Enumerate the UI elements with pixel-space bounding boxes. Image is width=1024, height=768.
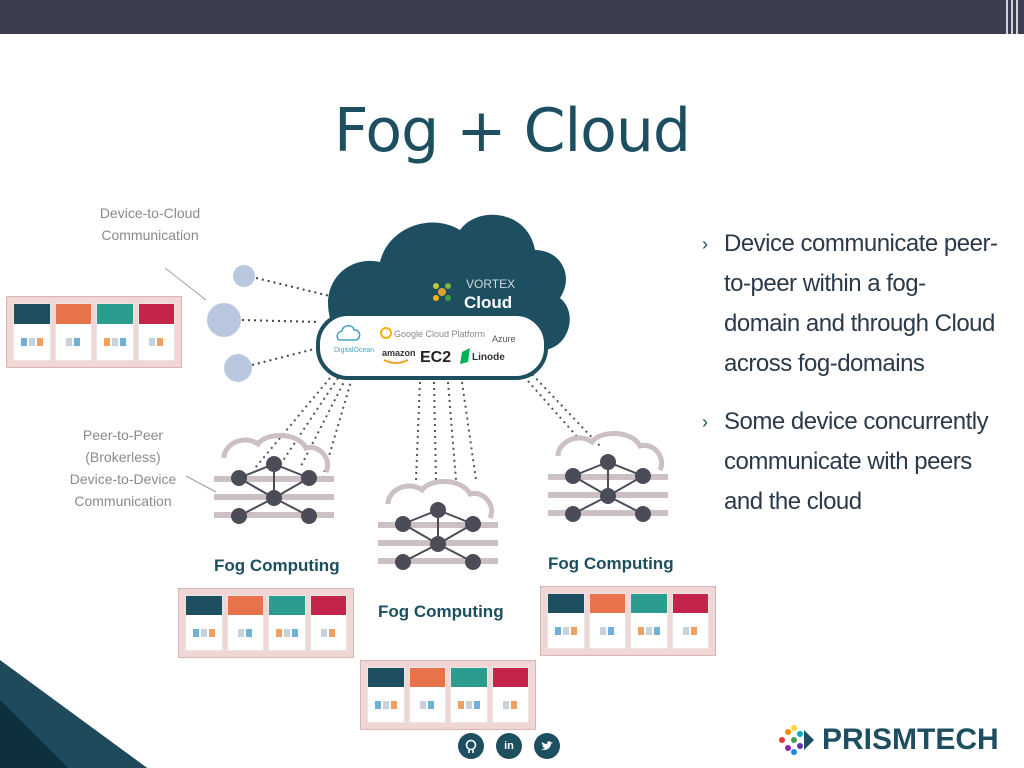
endpoint-top [233, 265, 255, 287]
social-links: in [458, 733, 560, 759]
amazon-smile-icon [383, 359, 409, 364]
app-tile [185, 595, 223, 651]
provider-amazon: amazon [382, 348, 416, 358]
cloud-fog-connections [254, 369, 601, 481]
annotation-peer-to-peer: Peer-to-Peer (Brokerless) Device-to-Devi… [40, 424, 206, 512]
linkedin-icon[interactable]: in [496, 733, 522, 759]
provider-azure: Azure [492, 334, 516, 344]
fog-label-right: Fog Computing [548, 554, 674, 573]
chevron-right-icon: › [702, 234, 708, 254]
annotation-line: Communication [101, 227, 199, 243]
device-panel-fog-left [178, 588, 354, 658]
leader-line-p2p [185, 475, 217, 493]
annotation-line: Communication [74, 493, 172, 509]
github-icon[interactable] [458, 733, 484, 759]
bullet-text: Device communicate peer-to-peer within a… [724, 230, 998, 377]
app-tile [226, 595, 264, 651]
app-tile [630, 593, 668, 649]
twitter-icon[interactable] [534, 733, 560, 759]
fog-node-right-icon [548, 433, 668, 522]
vortex-label-top: VORTEX [466, 277, 515, 291]
prismtech-mark-icon [779, 725, 814, 755]
app-tile [54, 303, 92, 361]
device-panel-fog-center [360, 660, 536, 730]
endpoint-middle [207, 303, 241, 337]
app-tile [547, 593, 585, 649]
top-bar-edge-decoration [996, 0, 1018, 34]
bullet-list: › Device communicate peer-to-peer within … [700, 224, 1000, 540]
annotation-line: Peer-to-Peer [82, 427, 164, 443]
brand-name: PRISMTECH [822, 723, 999, 756]
provider-ec2: EC2 [420, 349, 451, 366]
app-tile [96, 303, 134, 361]
annotation-line: (Brokerless) [85, 449, 161, 465]
app-tile [408, 667, 446, 723]
endpoint-bottom [224, 354, 252, 382]
linode-logo-icon [460, 348, 470, 364]
vortex-logo-icon [433, 283, 451, 301]
bullet-item: › Some device concurrently communicate wi… [700, 402, 1000, 522]
corner-decoration-dark [0, 700, 70, 768]
provider-digitalocean: DigitalOcean [334, 347, 374, 354]
top-bar [0, 0, 1024, 34]
leader-line-cloud [164, 267, 207, 301]
app-tile [671, 593, 709, 649]
device-panel-fog-right [540, 586, 716, 656]
app-tile [450, 667, 488, 723]
provider-google: Google Cloud Platform [394, 329, 485, 339]
google-cloud-icon [380, 327, 392, 339]
fog-node-left-icon [214, 435, 334, 524]
annotation-device-to-cloud: Device-to-Cloud Communication [62, 202, 238, 246]
prismtech-logo: PRISMTECH [776, 722, 999, 758]
fog-label-center: Fog Computing [378, 602, 504, 621]
app-tile [268, 595, 306, 651]
device-panel-left [6, 296, 182, 368]
app-tile [137, 303, 175, 361]
app-tile [13, 303, 51, 361]
fog-label-left: Fog Computing [214, 556, 340, 575]
app-tile [491, 667, 529, 723]
digitalocean-logo-icon [336, 324, 361, 341]
app-tile [588, 593, 626, 649]
provider-linode: Linode [472, 352, 505, 363]
bullet-item: › Device communicate peer-to-peer within … [700, 224, 1000, 384]
bullet-text: Some device concurrently communicate wit… [724, 408, 989, 515]
linkedin-icon-label: in [504, 740, 514, 752]
app-tile [367, 667, 405, 723]
app-tile [309, 595, 347, 651]
slide-title: Fog + Cloud [334, 96, 691, 166]
annotation-line: Device-to-Cloud [99, 205, 201, 221]
chevron-right-icon: › [702, 412, 708, 432]
annotation-line: Device-to-Device [69, 471, 177, 487]
vortex-label-bottom: Cloud [464, 293, 512, 312]
fog-node-center-icon [378, 481, 498, 570]
vortex-cloud: VORTEX Cloud DigitalOcean Google Cloud P… [316, 214, 570, 380]
